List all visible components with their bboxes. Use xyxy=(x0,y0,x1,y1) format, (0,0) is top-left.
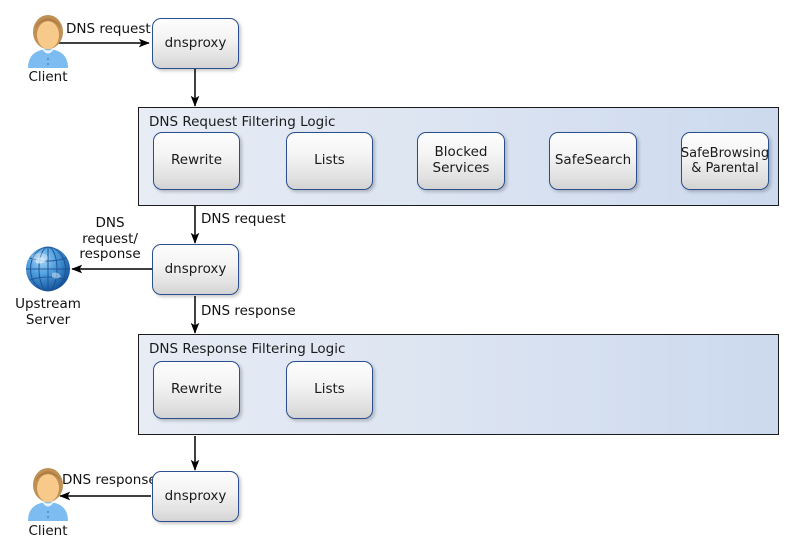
dnsproxy-bottom[interactable]: dnsproxy xyxy=(152,471,239,522)
upstream-server-label: Upstream Server xyxy=(15,296,81,328)
user-avatar-icon xyxy=(22,12,74,68)
stage-request-blocked-services[interactable]: Blocked Services xyxy=(417,132,505,190)
edge-label-client-to-proxy: DNS request xyxy=(66,21,151,37)
dns-response-filtering-panel: DNS Response Filtering Logic xyxy=(138,334,779,435)
globe-icon xyxy=(22,243,74,295)
user-avatar-icon xyxy=(22,465,74,521)
stage-request-lists[interactable]: Lists xyxy=(286,132,373,190)
dns-response-filtering-title: DNS Response Filtering Logic xyxy=(149,341,346,357)
client-bottom-label: Client xyxy=(28,523,68,539)
client-top-label: Client xyxy=(28,69,68,85)
edge-label-request-panel-to-proxy: DNS request xyxy=(201,211,286,227)
dnsproxy-middle[interactable]: dnsproxy xyxy=(152,244,239,295)
stage-request-safesearch[interactable]: SafeSearch xyxy=(549,132,637,190)
stage-response-rewrite[interactable]: Rewrite xyxy=(153,361,240,419)
edge-label-proxy-to-response-panel: DNS response xyxy=(201,303,296,319)
stage-request-safebrowsing-parental[interactable]: SafeBrowsing & Parental xyxy=(681,132,769,190)
dns-request-filtering-title: DNS Request Filtering Logic xyxy=(149,114,336,130)
edge-label-upstream-exchange: DNS request/ response xyxy=(79,215,141,263)
stage-request-rewrite[interactable]: Rewrite xyxy=(153,132,240,190)
stage-response-lists[interactable]: Lists xyxy=(286,361,373,419)
edge-label-proxy-to-client: DNS response xyxy=(62,472,157,488)
dnsproxy-top[interactable]: dnsproxy xyxy=(152,18,239,69)
